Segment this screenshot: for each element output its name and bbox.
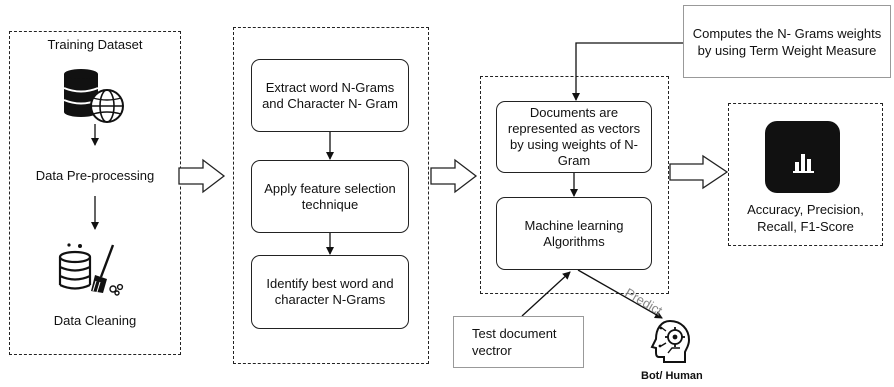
- feature-stage-container: [233, 27, 429, 364]
- database-broom-icon: [58, 243, 124, 296]
- extract-ngrams-box: Extract word N-Grams and Character N- Gr…: [251, 59, 409, 132]
- ml-algorithms-box: Machine learning Algorithms: [496, 197, 652, 270]
- metrics-stage-container: [728, 103, 883, 246]
- bar-chart-icon: [765, 121, 840, 193]
- data-preprocessing-label: Data Pre-processing: [35, 168, 155, 183]
- block-arrow-1: [178, 158, 226, 194]
- model-stage-container: [480, 76, 669, 294]
- documents-vectors-box: Documents are represented as vectors by …: [496, 101, 652, 173]
- data-cleaning-label: Data Cleaning: [53, 313, 137, 328]
- term-weight-note: Computes the N- Grams weights by using T…: [683, 5, 891, 78]
- training-dataset-title: Training Dataset: [47, 37, 143, 52]
- bot-human-label: Bot/ Human: [641, 370, 703, 382]
- test-document-vector-box: Test document vectror: [453, 316, 584, 368]
- arrow-test-to-ml: [521, 271, 571, 317]
- arrow-ml-to-output: [577, 269, 663, 319]
- training-stage-container: [9, 31, 181, 355]
- feature-selection-box: Apply feature selection technique: [251, 160, 409, 233]
- database-globe-icon: [63, 69, 124, 123]
- block-arrow-2: [430, 158, 478, 194]
- ai-head-icon: [650, 319, 691, 363]
- block-arrow-3: [669, 154, 729, 190]
- metrics-label: Accuracy, Precision, Recall, F1-Score: [747, 202, 864, 234]
- best-ngrams-box: Identify best word and character N-Grams: [251, 255, 409, 329]
- arrow-weights-to-documents: [572, 42, 683, 101]
